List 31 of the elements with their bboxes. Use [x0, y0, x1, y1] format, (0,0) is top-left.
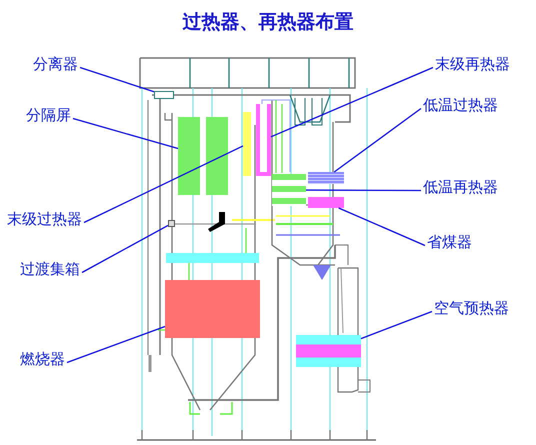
leader-line	[270, 66, 434, 138]
reheater-tubes	[256, 104, 271, 176]
screen-panels	[178, 117, 230, 195]
callout-label: 燃烧器	[20, 351, 65, 368]
callout-label: 低温过热器	[423, 97, 498, 114]
leader-line	[84, 145, 244, 224]
separator	[154, 91, 174, 99]
callout-label: 分离器	[33, 56, 78, 73]
leader-line	[306, 189, 421, 192]
superheater-tubes	[243, 112, 251, 176]
leader-line	[80, 66, 154, 92]
callout-label: 省煤器	[427, 234, 472, 251]
callout-label: 末级再热器	[435, 56, 510, 73]
reheater-tubes	[272, 174, 306, 206]
title: 过热器、再热器布置	[182, 10, 354, 35]
leader-line	[72, 118, 178, 150]
callout-label: 末级过热器	[7, 211, 82, 228]
leader-line	[334, 108, 422, 173]
callout-label: 空气预热器	[434, 300, 509, 317]
leader-line	[82, 224, 168, 274]
callout-label: 分隔屏	[26, 107, 71, 124]
leader-line	[338, 207, 426, 246]
callout-label: 低温再热器	[423, 179, 498, 196]
callout-label: 过渡集箱	[20, 261, 80, 278]
burner-zone	[165, 280, 260, 338]
header-box	[168, 220, 175, 227]
superheater-tubes	[308, 172, 344, 184]
economizer-band	[308, 197, 344, 208]
preheater-block	[296, 335, 361, 367]
leader-line	[360, 310, 432, 340]
leader-line	[66, 326, 166, 364]
